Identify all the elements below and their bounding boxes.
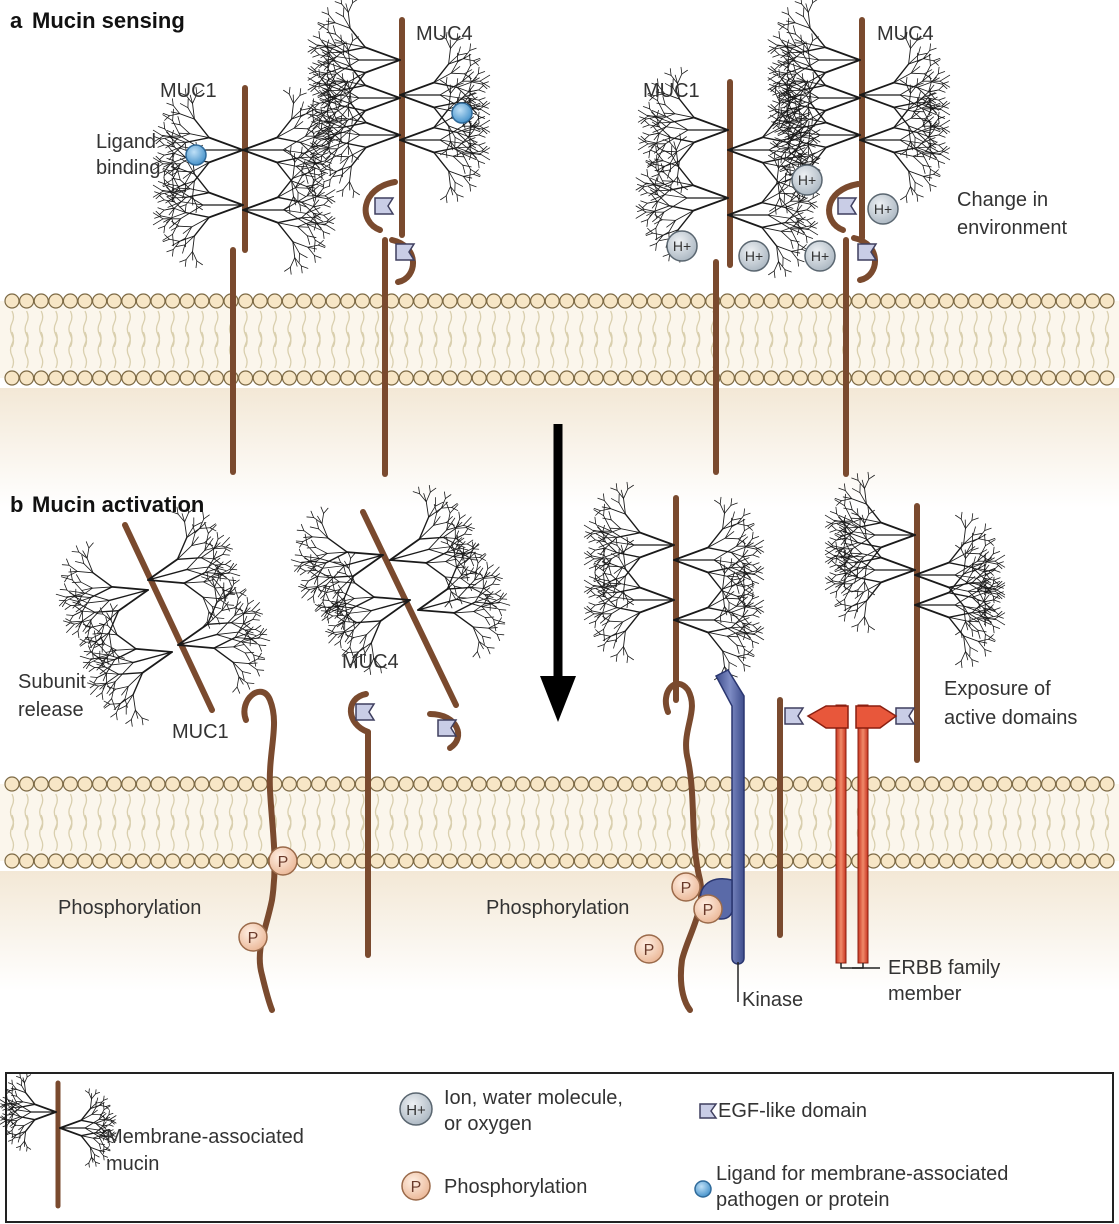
panel-a-letter: a xyxy=(10,8,23,33)
subunit-release-label: Subunit xyxy=(18,671,86,693)
egf-domain-icon xyxy=(438,720,456,736)
muc1-ectodomain xyxy=(153,87,335,274)
panel-b-title: Mucin activation xyxy=(32,492,204,517)
erbb-label: ERBB family xyxy=(888,957,1000,979)
legend-ion-label: Ion, water molecule, xyxy=(444,1087,623,1109)
egf-domain-icon xyxy=(356,704,374,720)
phosphorylation-icon: P xyxy=(635,935,663,963)
p-symbol: P xyxy=(681,880,692,897)
ion-symbol: H+ xyxy=(673,238,691,254)
p-symbol: P xyxy=(644,942,655,959)
muc1-ectodomain xyxy=(584,482,763,700)
ligand-binding-label: Ligand xyxy=(96,131,156,153)
panel-b-letter: b xyxy=(10,492,23,517)
legend-ion-symbol: H+ xyxy=(406,1102,426,1119)
legend-ligand-label: Ligand for membrane-associated xyxy=(716,1163,1008,1185)
panel-a-title: Mucin sensing xyxy=(32,8,185,33)
egf-domain-icon xyxy=(785,708,803,724)
legend-mucin-label: Membrane-associated xyxy=(106,1126,304,1148)
ion-icon: H+ xyxy=(792,165,822,195)
phosphorylation-icon: P xyxy=(672,873,700,901)
egf-domain-icon xyxy=(896,708,914,724)
ligand-icon xyxy=(452,103,472,123)
muc1-label: MUC1 xyxy=(172,721,229,743)
muc4-label: MUC4 xyxy=(877,23,934,45)
kinase-label: Kinase xyxy=(742,989,803,1011)
legend-egf-label: EGF-like domain xyxy=(718,1100,867,1122)
phosphorylation-icon: P xyxy=(269,847,297,875)
exposure-label: active domains xyxy=(944,707,1077,729)
subunit-release-label: release xyxy=(18,699,84,721)
ion-symbol: H+ xyxy=(745,248,763,264)
p-symbol: P xyxy=(703,902,714,919)
legend-ligand-label: pathogen or protein xyxy=(716,1189,889,1211)
ion-symbol: H+ xyxy=(874,201,892,217)
muc1-label: MUC1 xyxy=(643,80,700,102)
egf-domain-icon xyxy=(375,198,393,214)
muc4-label: MUC4 xyxy=(342,651,399,673)
legend-mucin-label: mucin xyxy=(106,1153,159,1175)
ligand-binding-label: binding xyxy=(96,157,161,179)
p-symbol: P xyxy=(248,930,259,947)
legend-ion-label: or oxygen xyxy=(444,1113,532,1135)
ligand-icon xyxy=(186,145,206,165)
change-environment-label: Change in xyxy=(957,189,1048,211)
legend-phospho-icon: P xyxy=(402,1172,430,1200)
exposure-label: Exposure of xyxy=(944,678,1051,700)
muc4-released-subunit xyxy=(291,485,510,705)
legend: Membrane-associated mucin Ion, water mol… xyxy=(0,1073,1113,1222)
legend-p-symbol: P xyxy=(411,1179,422,1196)
phosphorylation-label: Phosphorylation xyxy=(58,897,201,919)
ion-icon: H+ xyxy=(667,231,697,261)
erbb-label: member xyxy=(888,983,962,1005)
muc4-label: MUC4 xyxy=(416,23,473,45)
muc1-label: MUC1 xyxy=(160,80,217,102)
legend-ligand-icon xyxy=(695,1181,711,1197)
ion-icon: H+ xyxy=(739,241,769,271)
legend-ion-icon: H+ xyxy=(400,1093,432,1125)
ion-icon: H+ xyxy=(805,241,835,271)
muc1-released-subunit xyxy=(56,506,270,727)
phosphorylation-icon: P xyxy=(239,923,267,951)
ion-icon: H+ xyxy=(868,194,898,224)
p-symbol: P xyxy=(278,854,289,871)
legend-phosphorylation-label: Phosphorylation xyxy=(444,1176,587,1198)
change-environment-label: environment xyxy=(957,217,1068,239)
ion-symbol: H+ xyxy=(798,172,816,188)
phosphorylation-label: Phosphorylation xyxy=(486,897,629,919)
ion-symbol: H+ xyxy=(811,248,829,264)
egf-domain-icon xyxy=(838,198,856,214)
phosphorylation-icon: P xyxy=(694,895,722,923)
